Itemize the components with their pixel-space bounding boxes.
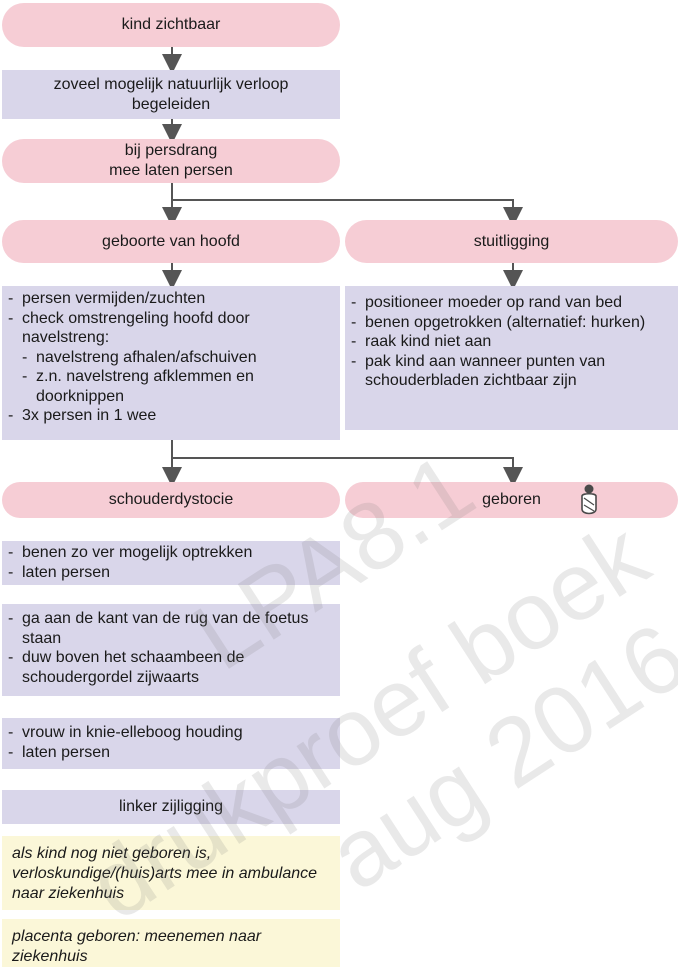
baby-icon xyxy=(581,484,597,515)
node-breech-label: stuitligging xyxy=(473,232,550,250)
dystocia-step-4-label: linker zijligging xyxy=(118,798,224,816)
head-step-item-text: check omstrengeling hoofd door navelstre… xyxy=(22,309,250,347)
breech-step-item: positioneer moeder op rand van bed xyxy=(351,293,672,313)
push-line-2: mee laten persen xyxy=(109,162,233,179)
head-step-sublist: navelstreng afhalen/afschuiven z.n. nave… xyxy=(22,348,334,407)
dystocia-step-item: duw boven het schaambeen de schoudergord… xyxy=(8,648,334,687)
dystocia-step-item: vrouw in knie-elleboog houding xyxy=(8,723,334,743)
head-step-item: 3x persen in 1 wee xyxy=(8,406,334,426)
node-dystocia-step-4: linker zijligging xyxy=(2,790,340,824)
breech-steps-list: positioneer moeder op rand van bed benen… xyxy=(351,293,672,391)
node-born: geboren xyxy=(345,482,678,518)
note-placenta: placenta geboren: meenemen naar ziekenhu… xyxy=(2,919,340,967)
node-start: kind zichtbaar xyxy=(2,3,340,47)
breech-step-item: raak kind niet aan xyxy=(351,332,672,352)
dystocia-step-1-list: benen zo ver mogelijk optrekken laten pe… xyxy=(8,543,334,582)
dystocia-step-item: benen zo ver mogelijk optrekken xyxy=(8,543,334,563)
head-step-item: persen vermijden/zuchten xyxy=(8,289,334,309)
head-steps-list: persen vermijden/zuchten check omstrenge… xyxy=(8,289,334,426)
node-born-label: geboren xyxy=(482,491,541,508)
head-step-item: check omstrengeling hoofd door navelstre… xyxy=(8,309,334,407)
dystocia-step-item: laten persen xyxy=(8,563,334,583)
node-dystocia-step-2: ga aan de kant van de rug van de foetus … xyxy=(2,604,340,696)
push-line-1: bij persdrang xyxy=(124,142,218,159)
dystocia-step-3-list: vrouw in knie-elleboog houding laten per… xyxy=(8,723,334,762)
note-ambulance: als kind nog niet geboren is, verloskund… xyxy=(2,836,340,910)
breech-step-item: pak kind aan wanneer punten van schouder… xyxy=(351,352,672,391)
dystocia-step-2-list: ga aan de kant van de rug van de foetus … xyxy=(8,609,334,687)
node-breech-steps: positioneer moeder op rand van bed benen… xyxy=(345,286,678,430)
head-step-subitem: z.n. navelstreng afklemmen en doorknippe… xyxy=(22,367,334,406)
breech-step-item: benen opgetrokken (alternatief: hurken) xyxy=(351,313,672,333)
node-shoulder-dystocia: schouderdystocie xyxy=(2,482,340,518)
node-head-steps: persen vermijden/zuchten check omstrenge… xyxy=(2,286,340,440)
note-placenta-text: placenta geboren: meenemen naar ziekenhu… xyxy=(12,928,262,965)
node-dystocia-step-1: benen zo ver mogelijk optrekken laten pe… xyxy=(2,541,340,585)
node-breech: stuitligging xyxy=(345,220,678,263)
dystocia-step-item: laten persen xyxy=(8,743,334,763)
note-ambulance-text: als kind nog niet geboren is, verloskund… xyxy=(12,845,318,902)
node-head-birth-label: geboorte van hoofd xyxy=(102,232,240,250)
node-head-birth: geboorte van hoofd xyxy=(2,220,340,263)
head-step-subitem: navelstreng afhalen/afschuiven xyxy=(22,348,334,368)
natural-line-2: begeleiden xyxy=(131,95,211,113)
node-natural-course: zoveel mogelijk natuurlijk verloop begel… xyxy=(2,70,340,119)
node-shoulder-dystocia-label: schouderdystocie xyxy=(108,491,234,508)
natural-line-1: zoveel mogelijk natuurlijk verloop xyxy=(53,76,289,93)
node-push: bij persdrang mee laten persen xyxy=(2,139,340,183)
node-dystocia-step-3: vrouw in knie-elleboog houding laten per… xyxy=(2,718,340,769)
node-start-label: kind zichtbaar xyxy=(121,16,221,33)
dystocia-step-item: ga aan de kant van de rug van de foetus … xyxy=(8,609,334,648)
